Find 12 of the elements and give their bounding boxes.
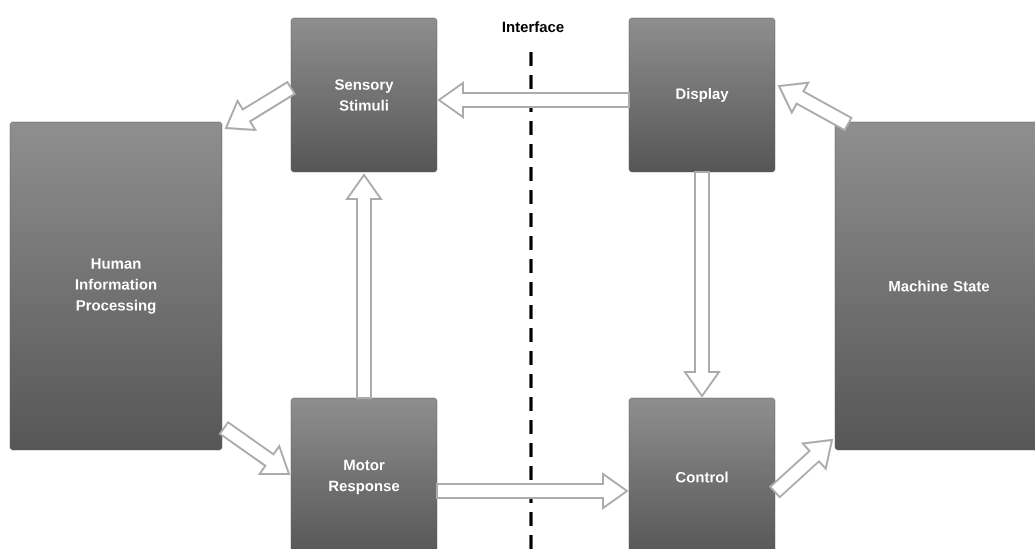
process-box: Display: [628, 17, 776, 173]
block-arrow: [437, 81, 630, 119]
process-box: Human Information Processing: [9, 121, 223, 451]
process-box: Machine State: [834, 121, 1035, 451]
interface-label: Interface: [502, 21, 564, 33]
block-arrow: [345, 173, 383, 399]
process-box: Sensory Stimuli: [290, 17, 438, 173]
block-arrow: [777, 81, 853, 132]
process-box: Control: [628, 397, 776, 549]
block-arrow: [683, 171, 721, 398]
process-box: Motor Response: [290, 397, 438, 549]
block-arrow: [436, 472, 629, 510]
